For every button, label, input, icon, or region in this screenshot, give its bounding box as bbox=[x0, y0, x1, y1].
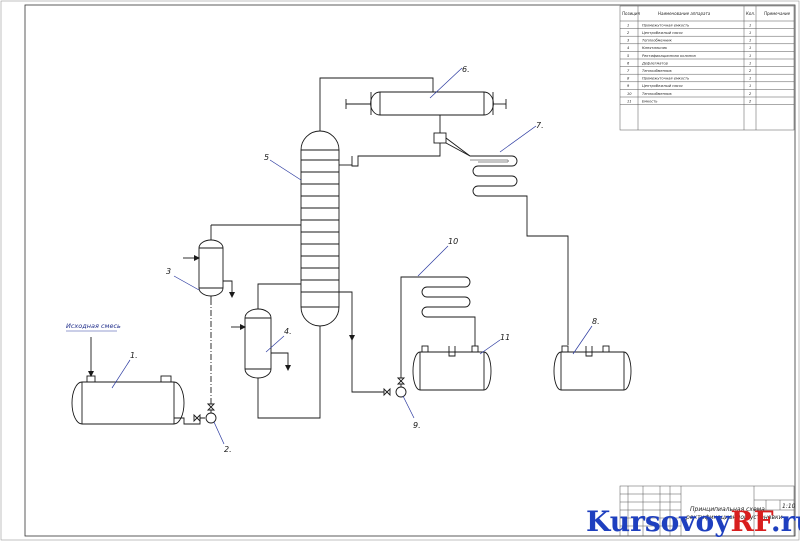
spec-row-pos: 1 bbox=[627, 23, 629, 27]
column-vapor-line bbox=[319, 77, 434, 131]
leader-6 bbox=[429, 67, 463, 99]
spec-row-name: Емкость bbox=[642, 99, 658, 103]
product-tank-8 bbox=[553, 345, 632, 391]
to-pump9-line bbox=[351, 340, 384, 393]
equipment-label-9: 9. bbox=[413, 421, 421, 430]
spec-row-qty: 2 bbox=[749, 92, 752, 96]
distillation-column-5 bbox=[300, 130, 340, 327]
equipment-label-6: 6. bbox=[462, 65, 470, 74]
title-line-1: Принципиальная схема bbox=[690, 506, 765, 513]
tank1-outlet-line bbox=[174, 417, 205, 425]
feed-label: Исходная смесь bbox=[66, 322, 121, 330]
spec-row-name: Дефлегматор bbox=[641, 61, 669, 65]
spec-row-pos: 5 bbox=[627, 54, 630, 58]
leader-9 bbox=[402, 395, 415, 419]
pump-2 bbox=[193, 403, 217, 424]
leader-1 bbox=[111, 359, 131, 389]
spec-row-name: Промежуточная емкость bbox=[642, 77, 689, 81]
spec-row-qty: 1 bbox=[749, 77, 751, 81]
equipment-label-8: 8. bbox=[592, 317, 600, 326]
column-bottom-product-line bbox=[339, 291, 355, 341]
coil-cooler-7 bbox=[470, 155, 569, 345]
equipment-labels: 1. 2. 3 4. 5 6. 7. 8. 9. 10 11 bbox=[130, 65, 600, 454]
leader-11 bbox=[479, 339, 501, 355]
spec-row-pos: 2 bbox=[627, 31, 630, 35]
spec-row-name: Теплообменник bbox=[642, 39, 673, 43]
pump-9 bbox=[383, 377, 407, 398]
equipment-label-11: 11 bbox=[500, 333, 510, 342]
spec-row-qty: 1 bbox=[749, 61, 751, 65]
equipment-label-2: 2. bbox=[224, 445, 232, 454]
condenser-6 bbox=[345, 91, 507, 147]
reboiler-4 bbox=[244, 308, 291, 379]
spec-row-pos: 9 bbox=[627, 84, 630, 88]
spec-table-text: Позиция Наименование аппарата Кол. Примечан… bbox=[622, 11, 791, 103]
title-line-2: ректификационной установки bbox=[685, 514, 783, 521]
spec-row-qty: 1 bbox=[749, 46, 751, 50]
reflux-line bbox=[351, 147, 441, 167]
equipment-label-3: 3 bbox=[166, 267, 171, 276]
column-bottoms-line bbox=[257, 326, 321, 419]
reboiler-vapor-line bbox=[257, 283, 301, 309]
equipment-label-1: 1. bbox=[130, 351, 138, 360]
leader-8 bbox=[572, 325, 593, 355]
spec-header-pos: Позиция bbox=[622, 11, 641, 16]
hx3-outlet-line bbox=[223, 280, 235, 298]
sheet-number: 1:10 bbox=[782, 503, 796, 510]
equipment-label-7: 7. bbox=[536, 121, 544, 130]
svg-text:KursovoyRF.ru: KursovoyRF.ru bbox=[586, 505, 800, 538]
spec-row-name: Центробежный насос bbox=[642, 31, 683, 35]
spec-row-qty: 2 bbox=[749, 69, 752, 73]
title-block bbox=[619, 485, 795, 537]
storage-tank-1 bbox=[71, 375, 185, 425]
cond6-to-hx7-line bbox=[445, 137, 471, 157]
spec-row-name: Кипятильник bbox=[642, 46, 668, 50]
spec-row-name: Промежуточная емкость bbox=[642, 23, 689, 27]
receiving-tank-11 bbox=[412, 345, 492, 391]
leader-4 bbox=[265, 335, 285, 353]
spec-row-name: Теплообменник bbox=[642, 92, 673, 96]
spec-row-qty: 1 bbox=[749, 54, 751, 58]
leader-5 bbox=[269, 159, 302, 181]
spec-table bbox=[619, 5, 795, 131]
spec-row-qty: 1 bbox=[749, 31, 751, 35]
equipment-label-4: 4. bbox=[284, 327, 292, 336]
watermark-logo: KursovoyRF.ru bbox=[586, 505, 800, 538]
spec-row-name: Теплообменник bbox=[642, 69, 673, 73]
spec-row-pos: 7 bbox=[627, 69, 630, 73]
spec-row-pos: 10 bbox=[627, 92, 632, 96]
leader-3 bbox=[173, 275, 200, 291]
spec-row-name: Ректификационная колонна bbox=[642, 54, 696, 58]
spec-row-qty: 2 bbox=[749, 99, 752, 103]
heat-exchanger-3 bbox=[198, 225, 224, 304]
leader-7 bbox=[499, 125, 537, 153]
spec-header-qty: Кол. bbox=[746, 11, 755, 16]
spec-row-qty: 1 bbox=[749, 23, 751, 27]
pump9-discharge-line bbox=[400, 276, 461, 378]
spec-header-name: Наименование аппарата bbox=[658, 11, 711, 16]
spec-header-note: Примечание bbox=[764, 11, 791, 16]
spec-row-qty: 1 bbox=[749, 84, 751, 88]
leader-10 bbox=[417, 245, 449, 277]
cond6-to-hx7-line-b bbox=[445, 142, 471, 157]
spec-row-name: Центробежный насос bbox=[642, 84, 683, 88]
coil-cooler-10 bbox=[421, 276, 476, 346]
leader-2 bbox=[213, 421, 225, 445]
inner-frame bbox=[24, 4, 796, 537]
spec-row-pos: 8 bbox=[627, 77, 630, 81]
spec-row-pos: 11 bbox=[627, 99, 632, 103]
equipment-label-10: 10 bbox=[448, 237, 458, 246]
spec-row-pos: 6 bbox=[627, 61, 630, 65]
spec-row-pos: 4 bbox=[627, 46, 630, 50]
spec-row-pos: 3 bbox=[627, 39, 630, 43]
equipment-label-5: 5 bbox=[264, 153, 269, 162]
spec-row-qty: 1 bbox=[749, 39, 751, 43]
